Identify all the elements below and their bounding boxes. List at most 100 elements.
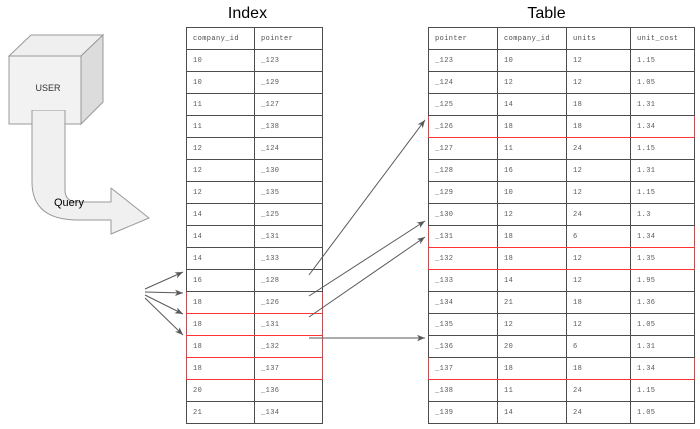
index-cell-pointer: _127 bbox=[254, 93, 323, 116]
table-cell-pointer: _130 bbox=[428, 203, 498, 226]
index-cell-company_id: 20 bbox=[186, 379, 255, 402]
index-cell-pointer: _131 bbox=[254, 225, 323, 248]
table-cell-company_id: 14 bbox=[497, 269, 567, 292]
table-cell-unit_cost: 1.05 bbox=[630, 401, 695, 424]
table-cell-pointer: _135 bbox=[428, 313, 498, 336]
index-row: 12_124 bbox=[186, 137, 323, 160]
index-cell-company_id: 18 bbox=[186, 357, 255, 380]
index-cell-pointer: _129 bbox=[254, 71, 323, 94]
table-cell-unit_cost: 1.34 bbox=[630, 357, 695, 380]
table-cell-units: 24 bbox=[566, 137, 631, 160]
index-row: 14_131 bbox=[186, 225, 323, 248]
table-cell-pointer: _139 bbox=[428, 401, 498, 424]
index-title: Index bbox=[227, 5, 268, 22]
table-cell-company_id: 18 bbox=[497, 247, 567, 270]
index-row: 12_135 bbox=[186, 181, 323, 204]
table-cell-units: 12 bbox=[566, 269, 631, 292]
table-cell-company_id: 12 bbox=[497, 203, 567, 226]
index-cell-pointer: _135 bbox=[254, 181, 323, 204]
table-cell-unit_cost: 1.15 bbox=[630, 49, 695, 72]
table-header-unit_cost: unit_cost bbox=[630, 27, 695, 50]
table-cell-units: 24 bbox=[566, 401, 631, 424]
index-row-highlighted: 18_131 bbox=[186, 313, 323, 336]
table-cell-unit_cost: 1.31 bbox=[630, 93, 695, 116]
table-cell-company_id: 21 bbox=[497, 291, 567, 314]
table-cell-pointer: _134 bbox=[428, 291, 498, 314]
table-cell-unit_cost: 1.15 bbox=[630, 379, 695, 402]
table-header-pointer: pointer bbox=[428, 27, 498, 50]
index-cell-pointer: _132 bbox=[254, 335, 323, 358]
table-cell-company_id: 12 bbox=[497, 71, 567, 94]
table-cell-company_id: 14 bbox=[497, 401, 567, 424]
index-header-company_id: company_id bbox=[186, 27, 255, 50]
index-cell-company_id: 11 bbox=[186, 115, 255, 138]
table-cell-units: 12 bbox=[566, 313, 631, 336]
index-cell-company_id: 12 bbox=[186, 137, 255, 160]
index-cell-pointer: _131 bbox=[254, 313, 323, 336]
table-cell-pointer: _136 bbox=[428, 335, 498, 358]
index-row: 10_129 bbox=[186, 71, 323, 94]
table-cell-unit_cost: 1.15 bbox=[630, 181, 695, 204]
index-row: 16_128 bbox=[186, 269, 323, 292]
table-cell-unit_cost: 1.05 bbox=[630, 71, 695, 94]
index-header-pointer: pointer bbox=[254, 27, 323, 50]
table-cell-pointer: _127 bbox=[428, 137, 498, 160]
table-cell-units: 18 bbox=[566, 93, 631, 116]
table-cell-unit_cost: 1.3 bbox=[630, 203, 695, 226]
table-cell-company_id: 16 bbox=[497, 159, 567, 182]
table-cell-company_id: 10 bbox=[497, 49, 567, 72]
index-row-highlighted: 18_126 bbox=[186, 291, 323, 314]
index-row: 14_133 bbox=[186, 247, 323, 270]
index-cell-company_id: 12 bbox=[186, 159, 255, 182]
table-cell-company_id: 14 bbox=[497, 93, 567, 116]
table-cell-company_id: 20 bbox=[497, 335, 567, 358]
table-cell-pointer: _137 bbox=[428, 357, 498, 380]
index-cell-pointer: _134 bbox=[254, 401, 323, 424]
index-cell-company_id: 18 bbox=[186, 335, 255, 358]
table-cell-unit_cost: 1.34 bbox=[630, 225, 695, 248]
table-cell-pointer: _132 bbox=[428, 247, 498, 270]
index-row: 11_127 bbox=[186, 93, 323, 116]
index-row: 12_130 bbox=[186, 159, 323, 182]
table-cell-company_id: 18 bbox=[497, 225, 567, 248]
index-row-highlighted: 18_137 bbox=[186, 357, 323, 380]
query-fanout bbox=[144, 271, 184, 336]
index-row: 10_123 bbox=[186, 49, 323, 72]
index-cell-pointer: _138 bbox=[254, 115, 323, 138]
index-cell-pointer: _125 bbox=[254, 203, 323, 226]
table-cell-company_id: 18 bbox=[497, 357, 567, 380]
index-cell-company_id: 12 bbox=[186, 181, 255, 204]
index-cell-company_id: 18 bbox=[186, 313, 255, 336]
table-cell-unit_cost: 1.36 bbox=[630, 291, 695, 314]
table-cell-pointer: _126 bbox=[428, 115, 498, 138]
table-cell-pointer: _131 bbox=[428, 225, 498, 248]
table-cell-company_id: 18 bbox=[497, 115, 567, 138]
index-row: 11_138 bbox=[186, 115, 323, 138]
table-cell-pointer: _133 bbox=[428, 269, 498, 292]
table-title: Table bbox=[527, 5, 566, 22]
index-cell-company_id: 10 bbox=[186, 49, 255, 72]
index-cell-pointer: _137 bbox=[254, 357, 323, 380]
table-cell-units: 12 bbox=[566, 247, 631, 270]
table-cell-pointer: _124 bbox=[428, 71, 498, 94]
index-cell-company_id: 14 bbox=[186, 247, 255, 270]
table-cell-units: 24 bbox=[566, 379, 631, 402]
index-cell-pointer: _126 bbox=[254, 291, 323, 314]
index-row-highlighted: 18_132 bbox=[186, 335, 323, 358]
table-cell-pointer: _125 bbox=[428, 93, 498, 116]
